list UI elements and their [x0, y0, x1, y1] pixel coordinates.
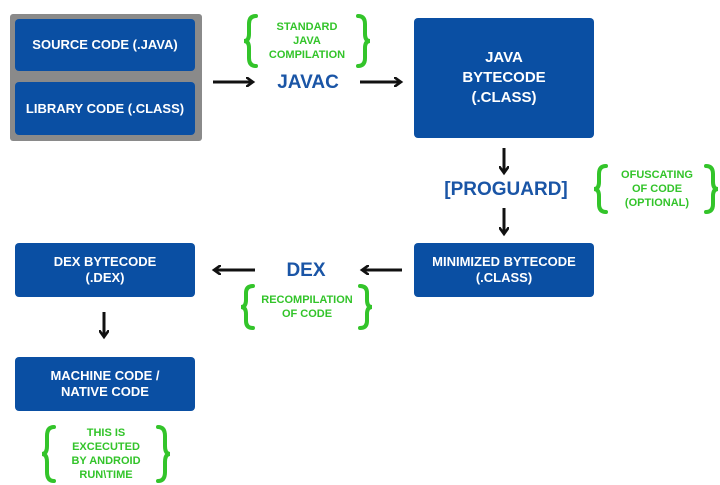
source-code-box: SOURCE CODE (.JAVA) [15, 19, 195, 71]
dex-label: DEX [286, 260, 326, 281]
machine-code-box: MACHINE CODE / NATIVE CODE [15, 357, 195, 411]
proguard-note-right-brace [704, 164, 719, 214]
dex-note: RECOMPILATION OF CODE [261, 294, 353, 320]
machine-note-right-brace [156, 425, 171, 483]
library-code-box: LIBRARY CODE (.CLASS) [15, 82, 195, 135]
javac-note-right-brace [356, 14, 371, 68]
javac-label: JAVAC [277, 72, 339, 93]
javac-note: STANDARD JAVA COMPILATION [268, 21, 346, 61]
machine-note: THIS IS EXCECUTED BY ANDROID RUN\TIME [71, 427, 141, 481]
machine-note-left-brace [41, 425, 56, 483]
proguard-note: OFUSCATING OF CODE (OPTIONAL) [621, 169, 693, 209]
dex-note-right-brace [358, 284, 373, 330]
proguard-label: [PROGUARD] [444, 179, 568, 200]
proguard-note-left-brace [593, 164, 608, 214]
dex-bytecode-box: DEX BYTECODE (.DEX) [15, 243, 195, 297]
javac-note-left-brace [243, 14, 258, 68]
minimized-bytecode-box: MINIMIZED BYTECODE (.CLASS) [414, 243, 594, 297]
java-bytecode-box: JAVA BYTECODE (.CLASS) [414, 18, 594, 138]
dex-note-left-brace [240, 284, 255, 330]
